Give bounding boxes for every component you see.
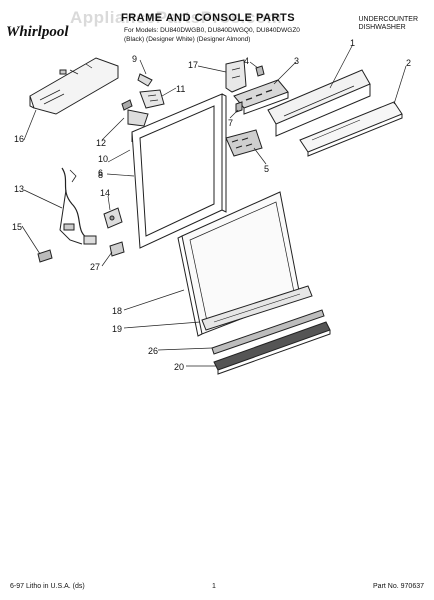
callout-3: 3 xyxy=(294,56,299,66)
callout-5: 5 xyxy=(264,164,269,174)
callout-15: 15 xyxy=(12,222,22,232)
watermark-text: AppliancePartsPros.com xyxy=(70,8,283,27)
page-title: FRAME AND CONSOLE PARTS xyxy=(120,12,296,24)
callout-18: 18 xyxy=(112,306,122,316)
part-17-hinge-arm xyxy=(225,59,247,93)
callout-27: 27 xyxy=(90,262,100,272)
part-27-clip xyxy=(109,241,125,257)
part-1-console-panel xyxy=(267,69,371,137)
footer-page-number: 1 xyxy=(212,583,216,590)
product-type-line-2: DISHWASHER xyxy=(358,24,406,31)
callout-6: 6 xyxy=(98,168,103,178)
callout-9: 9 xyxy=(132,54,137,64)
callout-12: 12 xyxy=(96,138,106,148)
part-12-bracket xyxy=(121,99,149,127)
part-20-lower-strip xyxy=(213,321,331,375)
part-6-door-frame xyxy=(131,93,227,249)
models-subtitle: For Models: DU840DWGB0, DU840DWGQ0, DU84… xyxy=(124,26,300,44)
footer-litho: 6-97 Litho in U.S.A. (ds) xyxy=(10,583,85,590)
part-19-bottom-trim xyxy=(201,285,313,331)
part-16-console-bracket xyxy=(29,57,119,115)
callout-16: 16 xyxy=(14,134,24,144)
brand-logo: Whirlpool xyxy=(6,24,69,40)
callout-19: 19 xyxy=(112,324,122,334)
part-11-hinge xyxy=(139,89,165,109)
part-7-clip xyxy=(235,101,243,113)
models-line: For Models: DU840DWGB0, DU840DWGQ0, DU84… xyxy=(124,27,300,34)
part-26-gasket xyxy=(211,309,325,355)
part-2-overlay xyxy=(299,101,403,157)
product-type-line-1: UNDERCOUNTER xyxy=(358,16,419,23)
part-5-keypad xyxy=(225,129,263,157)
product-type: UNDERCOUNTER DISHWASHER xyxy=(359,16,419,32)
callout-1: 1 xyxy=(350,38,355,48)
part-9-latch xyxy=(137,73,153,87)
callout-13: 13 xyxy=(14,184,24,194)
callout-14: 14 xyxy=(100,188,110,198)
part-14-switch xyxy=(103,207,123,229)
callout-11: 11 xyxy=(176,84,185,94)
part-4-screw xyxy=(255,65,265,77)
footer-part-number: Part No. 970637 xyxy=(373,583,424,590)
callout-17: 17 xyxy=(188,60,198,70)
callout-10: 10 xyxy=(98,154,108,164)
part-15-screw xyxy=(37,249,53,263)
callout-20: 20 xyxy=(174,362,184,372)
callout-2: 2 xyxy=(406,58,411,68)
callout-26: 26 xyxy=(148,346,158,356)
callout-4: 4 xyxy=(244,56,249,66)
part-13-wire-harness xyxy=(59,167,97,245)
colors-line: (Black) (Designer White) (Designer Almon… xyxy=(124,36,251,43)
callout-8: 8 xyxy=(98,170,103,180)
callout-7: 7 xyxy=(228,118,233,128)
